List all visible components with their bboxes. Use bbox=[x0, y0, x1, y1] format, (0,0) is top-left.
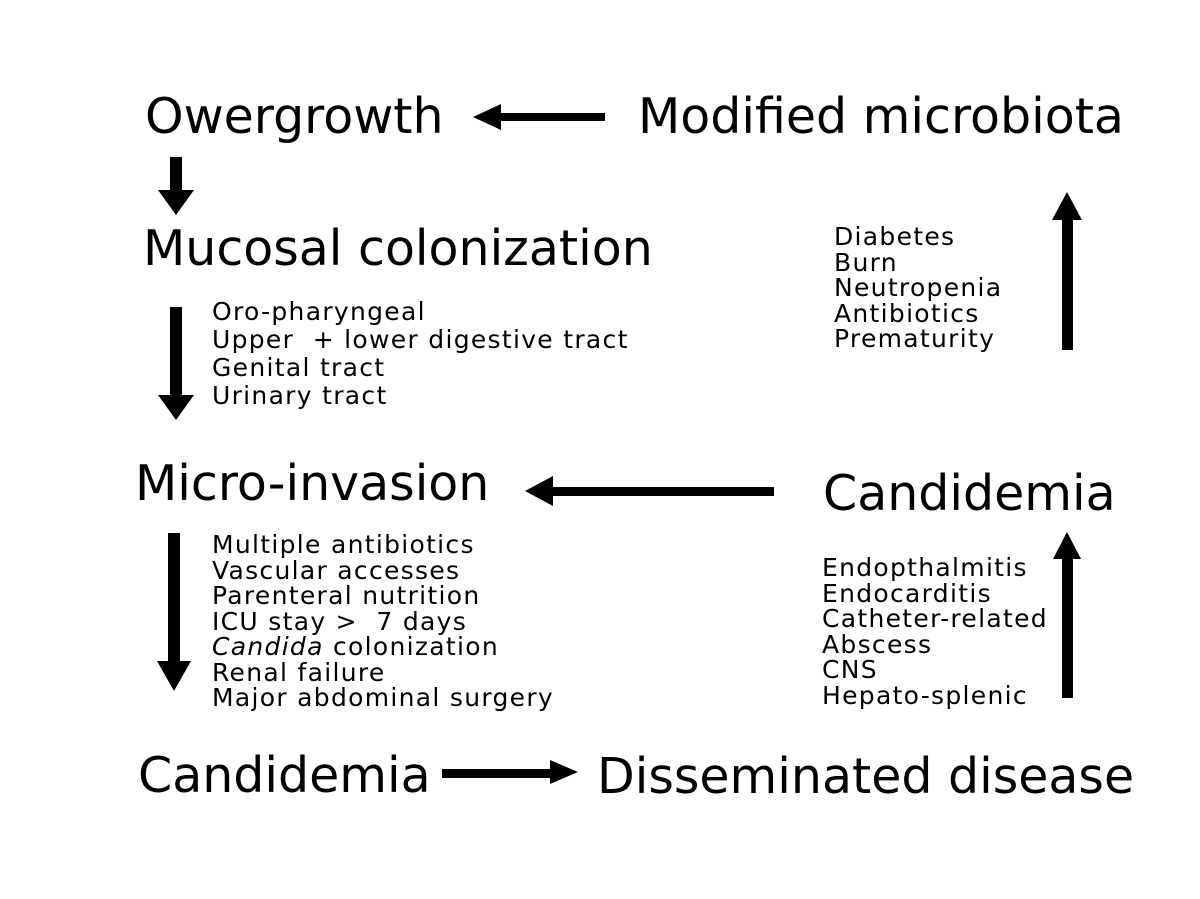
list-item: Urinary tract bbox=[212, 381, 388, 410]
list-item: Hepato-splenic bbox=[822, 680, 1028, 710]
arrow-shaft bbox=[168, 533, 180, 663]
list-item: Parenteral nutrition bbox=[212, 581, 481, 610]
modified-microbiota-causes-list: Diabetes Burn Neutropenia Antibiotics Pr… bbox=[834, 224, 1002, 352]
arrow-shaft bbox=[170, 307, 182, 397]
list-item: ICU stay > 7 days bbox=[212, 606, 468, 636]
arrow-shaft bbox=[551, 487, 774, 496]
list-item: Abscess bbox=[822, 629, 933, 659]
list-item: Prematurity bbox=[834, 324, 996, 353]
arrow-left-icon bbox=[525, 476, 774, 507]
arrow-down-icon bbox=[157, 533, 192, 691]
arrow-up-icon bbox=[1052, 192, 1082, 350]
arrowhead-left-icon bbox=[473, 104, 501, 130]
node-disseminated-disease: Disseminated disease bbox=[597, 748, 1135, 805]
list-item: Multiple antibiotics bbox=[212, 530, 475, 559]
node-candidemia-upper: Candidemia bbox=[823, 465, 1116, 522]
arrowhead-down-icon bbox=[158, 190, 194, 215]
list-item: Vascular accesses bbox=[212, 555, 461, 585]
arrowhead-right-icon bbox=[550, 760, 578, 784]
arrowhead-down-icon bbox=[157, 661, 191, 691]
arrow-shaft bbox=[1062, 557, 1073, 698]
arrow-left-icon bbox=[473, 104, 605, 130]
arrow-shaft bbox=[442, 769, 552, 778]
list-item-candida-colonization: Candida colonization bbox=[212, 634, 554, 660]
arrowhead-down-icon bbox=[158, 395, 194, 420]
candida-regular-text: colonization bbox=[323, 632, 499, 661]
list-item: Upper + lower digestive tract bbox=[212, 325, 629, 354]
arrow-down-icon bbox=[158, 157, 194, 215]
list-item: Oro-pharyngeal bbox=[212, 297, 426, 326]
arrow-shaft bbox=[499, 113, 605, 121]
arrow-right-icon bbox=[442, 760, 578, 785]
arrow-down-icon bbox=[158, 307, 194, 420]
list-item: Renal failure bbox=[212, 657, 386, 687]
list-item: Diabetes bbox=[834, 222, 956, 251]
list-item: Genital tract bbox=[212, 353, 386, 382]
node-mucosal-colonization: Mucosal colonization bbox=[143, 220, 653, 277]
arrowhead-up-icon bbox=[1053, 532, 1081, 559]
arrow-shaft bbox=[170, 157, 182, 193]
node-overgrowth: Owergrowth bbox=[145, 88, 444, 145]
list-item: Major abdominal surgery bbox=[212, 683, 554, 712]
arrowhead-up-icon bbox=[1052, 192, 1082, 220]
list-item: CNS bbox=[822, 655, 878, 684]
list-item: Antibiotics bbox=[834, 298, 980, 328]
micro-invasion-risk-factors-list: Multiple antibiotics Vascular accesses P… bbox=[212, 532, 554, 711]
list-item: Endopthalmitis bbox=[822, 553, 1028, 582]
mucosal-sites-list: Oro-pharyngeal Upper + lower digestive t… bbox=[212, 298, 629, 410]
list-item: Neutropenia bbox=[834, 273, 1003, 302]
candida-italic-text: Candida bbox=[212, 632, 324, 661]
list-item: Burn bbox=[834, 247, 898, 277]
arrowhead-left-icon bbox=[525, 476, 553, 506]
node-modified-microbiota: Modified microbiota bbox=[638, 88, 1124, 145]
list-item: Endocarditis bbox=[822, 578, 992, 608]
arrow-shaft bbox=[1062, 218, 1073, 350]
list-item: Catheter-related bbox=[822, 604, 1048, 633]
candidemia-manifestations-list: Endopthalmitis Endocarditis Catheter-rel… bbox=[822, 555, 1048, 708]
arrow-up-icon bbox=[1053, 532, 1081, 698]
node-micro-invasion: Micro-invasion bbox=[135, 455, 490, 512]
node-candidemia-lower: Candidemia bbox=[138, 747, 431, 804]
